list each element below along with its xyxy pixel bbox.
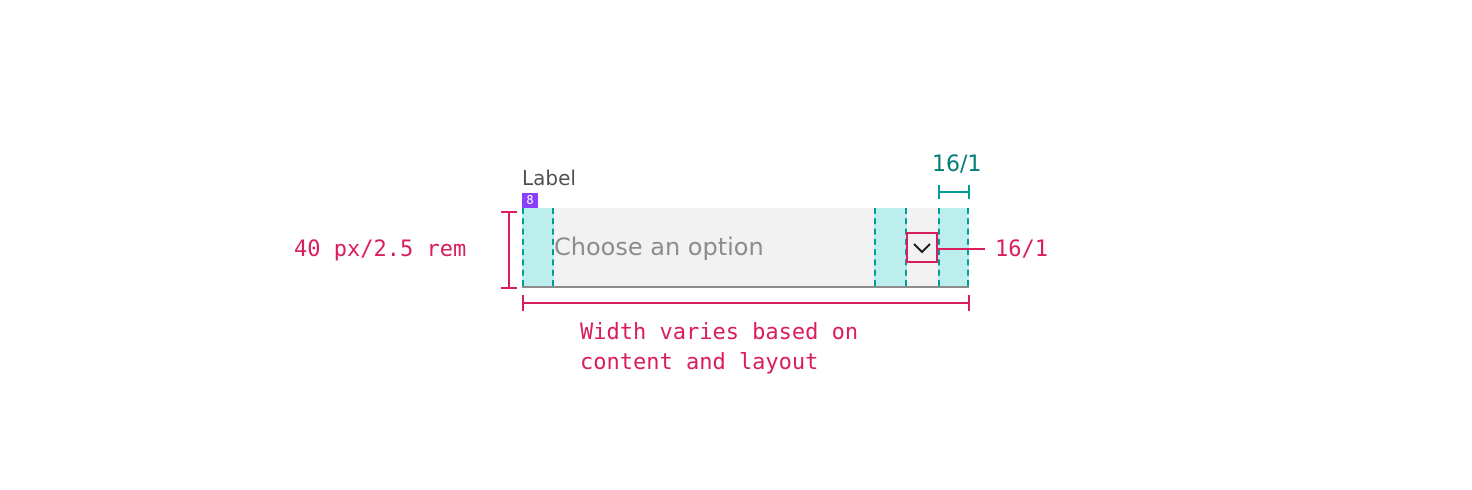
height-annotation: 40 px/2.5 rem bbox=[294, 237, 467, 262]
height-bracket bbox=[501, 211, 517, 289]
width-bracket bbox=[522, 295, 970, 311]
width-annotation: Width varies based on content and layout bbox=[580, 320, 859, 375]
icon-gap-region bbox=[874, 208, 907, 286]
left-padding-region bbox=[522, 208, 554, 286]
icon-size-annotation: 16/1 bbox=[995, 237, 1048, 262]
padding-annotation: 16/1 bbox=[932, 152, 982, 177]
dropdown-field[interactable]: Choose an option bbox=[522, 208, 969, 288]
right-padding-region bbox=[938, 208, 969, 286]
field-label: Label bbox=[522, 166, 576, 190]
spacing-badge: 8 bbox=[522, 193, 538, 208]
dropdown-placeholder: Choose an option bbox=[554, 233, 764, 261]
padding-bracket bbox=[938, 185, 970, 199]
chevron-down-icon[interactable] bbox=[906, 232, 938, 263]
